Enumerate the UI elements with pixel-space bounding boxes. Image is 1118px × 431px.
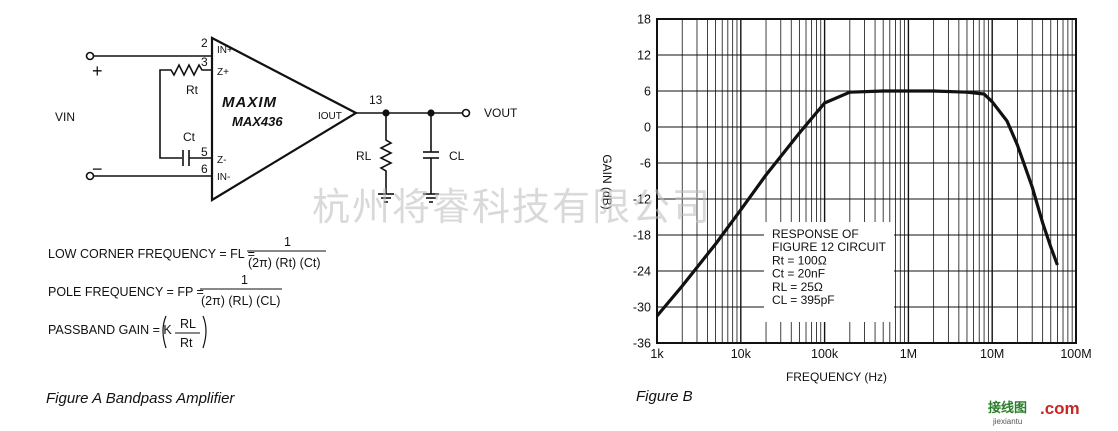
rl-resistor	[379, 113, 393, 194]
annotation-box	[764, 222, 894, 322]
x-axis-label: FREQUENCY (Hz)	[786, 370, 887, 384]
y-tick-label: 12	[637, 49, 651, 63]
x-tick-label: 10k	[731, 347, 752, 361]
x-tick-label: 10M	[980, 347, 1004, 361]
in-minus-label: IN-	[217, 172, 230, 183]
pin-3-label: 3	[201, 55, 208, 69]
passband-numerator: RL	[180, 317, 196, 331]
low-corner-numerator: 1	[284, 235, 291, 249]
node-13-label: 13	[369, 93, 383, 107]
site-logo: 接线图 .com jiexiantu	[988, 399, 1080, 426]
x-tick-label: 1k	[650, 347, 664, 361]
pin-2-label: 2	[201, 36, 208, 50]
y-tick-label: 18	[637, 13, 651, 27]
ct-label: Ct	[183, 130, 196, 144]
vin-label: VIN	[55, 110, 75, 124]
vout-label: VOUT	[484, 106, 518, 120]
annotation-line: RL = 25Ω	[772, 280, 823, 294]
vout-terminal	[461, 108, 471, 118]
y-tick-label: -30	[633, 301, 651, 315]
z-minus-label: Z-	[217, 155, 226, 166]
pole-label: POLE FREQUENCY = FP =	[48, 285, 204, 299]
annotation-line: Rt = 100Ω	[772, 253, 827, 267]
y-tick-label: -12	[633, 193, 651, 207]
in-plus-label: IN+	[217, 45, 233, 56]
cl-label: CL	[449, 149, 465, 163]
pin-5-label: 5	[201, 145, 208, 159]
annotation-line: RESPONSE OF	[772, 227, 859, 241]
equations: LOW CORNER FREQUENCY = FL = 1 (2π) (Rt) …	[48, 235, 326, 350]
rt-label: Rt	[186, 83, 199, 97]
low-corner-denominator: (2π) (Rt) (Ct)	[248, 256, 321, 270]
y-axis-label: GAIN (dB)	[600, 154, 614, 209]
rl-label: RL	[356, 149, 372, 163]
circuit-diagram	[85, 36, 471, 203]
y-tick-label: -6	[640, 157, 651, 171]
low-corner-label: LOW CORNER FREQUENCY = FL =	[48, 247, 255, 261]
annotation-line: FIGURE 12 CIRCUIT	[772, 240, 887, 254]
z-plus-label: Z+	[217, 67, 229, 78]
x-tick-label: 100k	[811, 347, 839, 361]
y-tick-label: -36	[633, 337, 651, 351]
annotation-line: CL = 395pF	[772, 293, 835, 307]
x-tick-label: 100M	[1060, 347, 1091, 361]
vin-minus-terminal	[85, 171, 95, 181]
figure-b-caption: Figure B	[636, 388, 693, 405]
passband-denominator: Rt	[180, 336, 193, 350]
site-logo-text: 接线图	[988, 400, 1027, 416]
vin-plus-terminal	[85, 51, 95, 61]
y-tick-label: -18	[633, 229, 651, 243]
y-tick-label: 0	[644, 121, 651, 135]
maxim-logo: MAXIM	[222, 94, 277, 111]
rt-wire	[159, 63, 212, 159]
pole-denominator: (2π) (RL) (CL)	[201, 294, 280, 308]
part-number: MAX436	[232, 114, 283, 129]
amplifier-triangle	[210, 36, 359, 202]
figure-a-caption: Figure A Bandpass Amplifier	[46, 390, 235, 407]
pin-6-label: 6	[201, 162, 208, 176]
iout-label: IOUT	[318, 111, 342, 122]
plus-sign: +	[92, 61, 103, 81]
x-tick-label: 1M	[900, 347, 917, 361]
site-logo-sub: jiexiantu	[992, 417, 1022, 426]
gain-curve	[655, 89, 1059, 318]
watermark-text: 杭州将睿科技有限公司	[312, 185, 712, 229]
y-tick-label: 6	[644, 85, 651, 99]
annotation-line: Ct = 20nF	[772, 267, 825, 281]
site-logo-domain: .com	[1040, 399, 1080, 418]
pole-numerator: 1	[241, 273, 248, 287]
y-tick-label: -24	[633, 265, 651, 279]
minus-sign: −	[92, 159, 103, 179]
passband-label: PASSBAND GAIN = K	[48, 323, 172, 337]
